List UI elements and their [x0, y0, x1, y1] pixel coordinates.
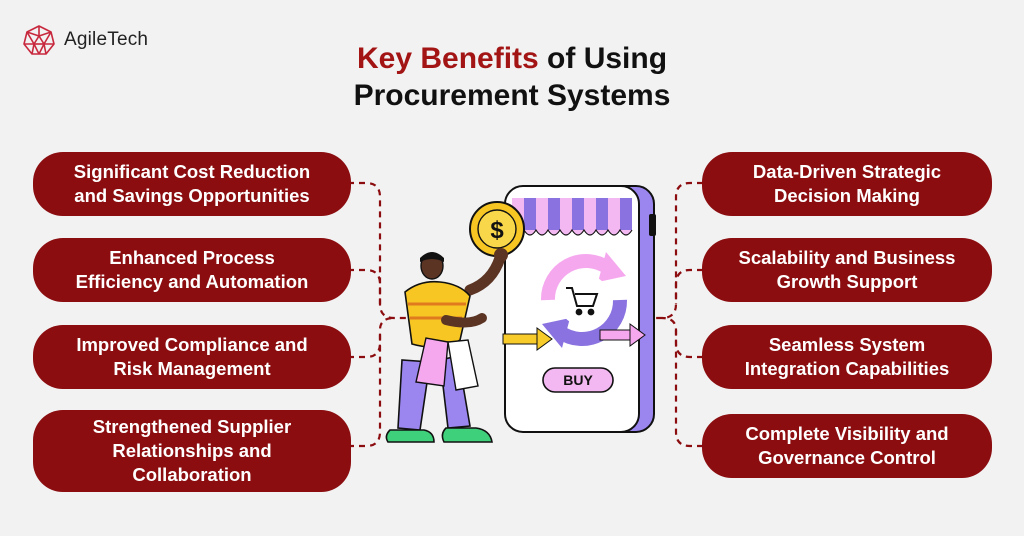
benefit-line: Growth Support — [776, 271, 918, 292]
benefit-line: Collaboration — [132, 464, 252, 485]
person-illustration — [385, 248, 508, 443]
page-title: Key Benefits of Using Procurement System… — [0, 40, 1024, 114]
left-connectors — [348, 181, 430, 448]
benefit-system-integration: Seamless System Integration Capabilities — [702, 325, 992, 389]
flow-arrows — [502, 323, 646, 351]
benefit-line: Relationships and — [112, 440, 272, 461]
benefit-cost-reduction: Significant Cost Reduction and Savings O… — [33, 152, 351, 216]
coin-symbol: $ — [490, 217, 504, 244]
buy-button-label: BUY — [563, 372, 593, 388]
geodesic-sphere-logo-icon — [23, 25, 55, 55]
phone-illustration: BUY — [502, 185, 656, 433]
right-connectors — [650, 181, 703, 448]
benefit-line: Efficiency and Automation — [75, 271, 309, 292]
benefit-line: Integration Capabilities — [744, 358, 950, 379]
benefit-line: Complete Visibility and — [745, 423, 949, 444]
brand-name: AgileTech — [64, 29, 149, 50]
title-line-2: Procurement Systems — [353, 79, 671, 112]
buy-button-shape — [542, 367, 614, 393]
benefit-line: Risk Management — [113, 358, 271, 379]
benefit-line: Governance Control — [758, 447, 936, 468]
benefit-line: Decision Making — [774, 185, 920, 206]
dollar-coin-icon: $ — [469, 201, 525, 257]
brand-logo: AgileTech — [22, 24, 148, 56]
benefit-supplier-relationships: Strengthened Supplier Relationships and … — [33, 410, 351, 492]
benefit-line: Data-Driven Strategic — [752, 161, 942, 182]
benefit-line: Strengthened Supplier — [92, 416, 292, 437]
benefit-line: and Savings Opportunities — [74, 185, 310, 206]
benefit-line: Seamless System — [768, 334, 926, 355]
benefit-compliance: Improved Compliance and Risk Management — [33, 325, 351, 389]
benefit-line: Scalability and Business — [738, 247, 956, 268]
benefit-scalability: Scalability and Business Growth Support — [702, 238, 992, 302]
benefit-line: Improved Compliance and — [76, 334, 308, 355]
title-highlight: Key Benefits — [356, 42, 539, 75]
awning-icon — [511, 198, 633, 236]
benefit-line: Significant Cost Reduction — [73, 161, 311, 182]
shopping-cart-icon — [566, 287, 599, 316]
title-rest: of Using — [538, 42, 668, 75]
benefit-visibility-governance: Complete Visibility and Governance Contr… — [702, 414, 992, 478]
benefit-process-efficiency: Enhanced Process Efficiency and Automati… — [33, 238, 351, 302]
benefit-line: Enhanced Process — [109, 247, 275, 268]
benefit-data-driven: Data-Driven Strategic Decision Making — [702, 152, 992, 216]
shopping-bag-icon — [415, 337, 479, 391]
